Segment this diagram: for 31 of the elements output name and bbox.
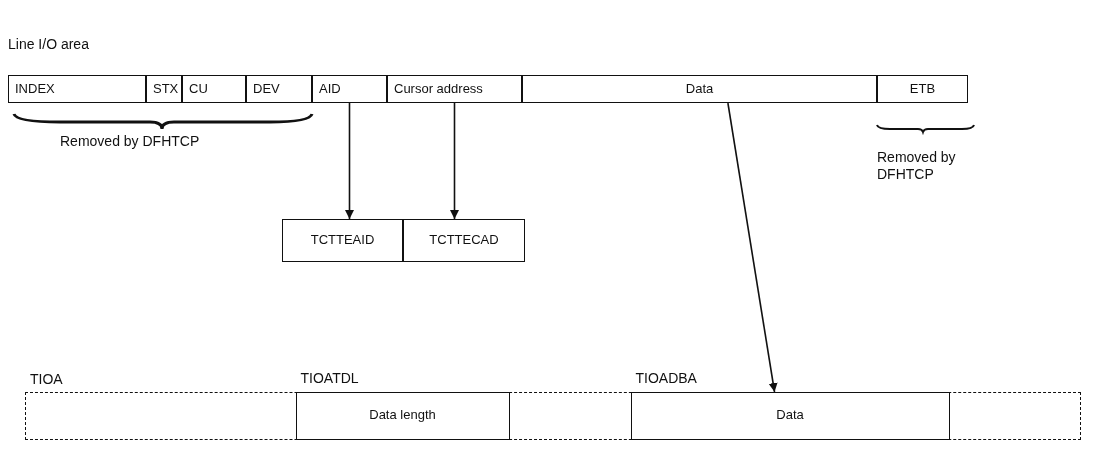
field-heading: TIOADBA: [635, 370, 697, 387]
field-label: DEV: [253, 81, 280, 97]
text-label: Removed by DFHTCP: [877, 149, 957, 183]
field-label: AID: [319, 81, 341, 97]
text-label: Line I/O area: [8, 36, 90, 53]
field-box: [246, 75, 312, 103]
arrow: [450, 102, 459, 220]
field-box: [182, 75, 246, 103]
field-box: [8, 75, 146, 103]
field-heading: TIOA: [30, 370, 63, 387]
field-box: [146, 75, 182, 103]
field-label: TCTTEAID: [310, 233, 375, 248]
field-box: [312, 75, 387, 103]
text-label: Removed by DFHTCP: [60, 133, 201, 150]
field-label: Data: [685, 81, 714, 97]
field-label: ETB: [909, 81, 936, 97]
field-box: [282, 219, 403, 262]
field-box: [403, 219, 525, 262]
field-label: Cursor address: [394, 81, 483, 97]
arrow: [727, 102, 778, 393]
field-label: STX: [153, 81, 179, 97]
field-label: INDEX: [15, 81, 55, 97]
arrow: [345, 102, 354, 220]
field-heading: TIOATDL: [300, 370, 359, 387]
field-label: Data length: [369, 408, 436, 423]
field-label: Data: [776, 408, 804, 423]
field-box: [387, 75, 522, 103]
field-label: CU: [189, 81, 208, 97]
field-box: [522, 75, 877, 103]
field-box: [877, 75, 968, 103]
field-label: TCTTECAD: [429, 233, 499, 248]
